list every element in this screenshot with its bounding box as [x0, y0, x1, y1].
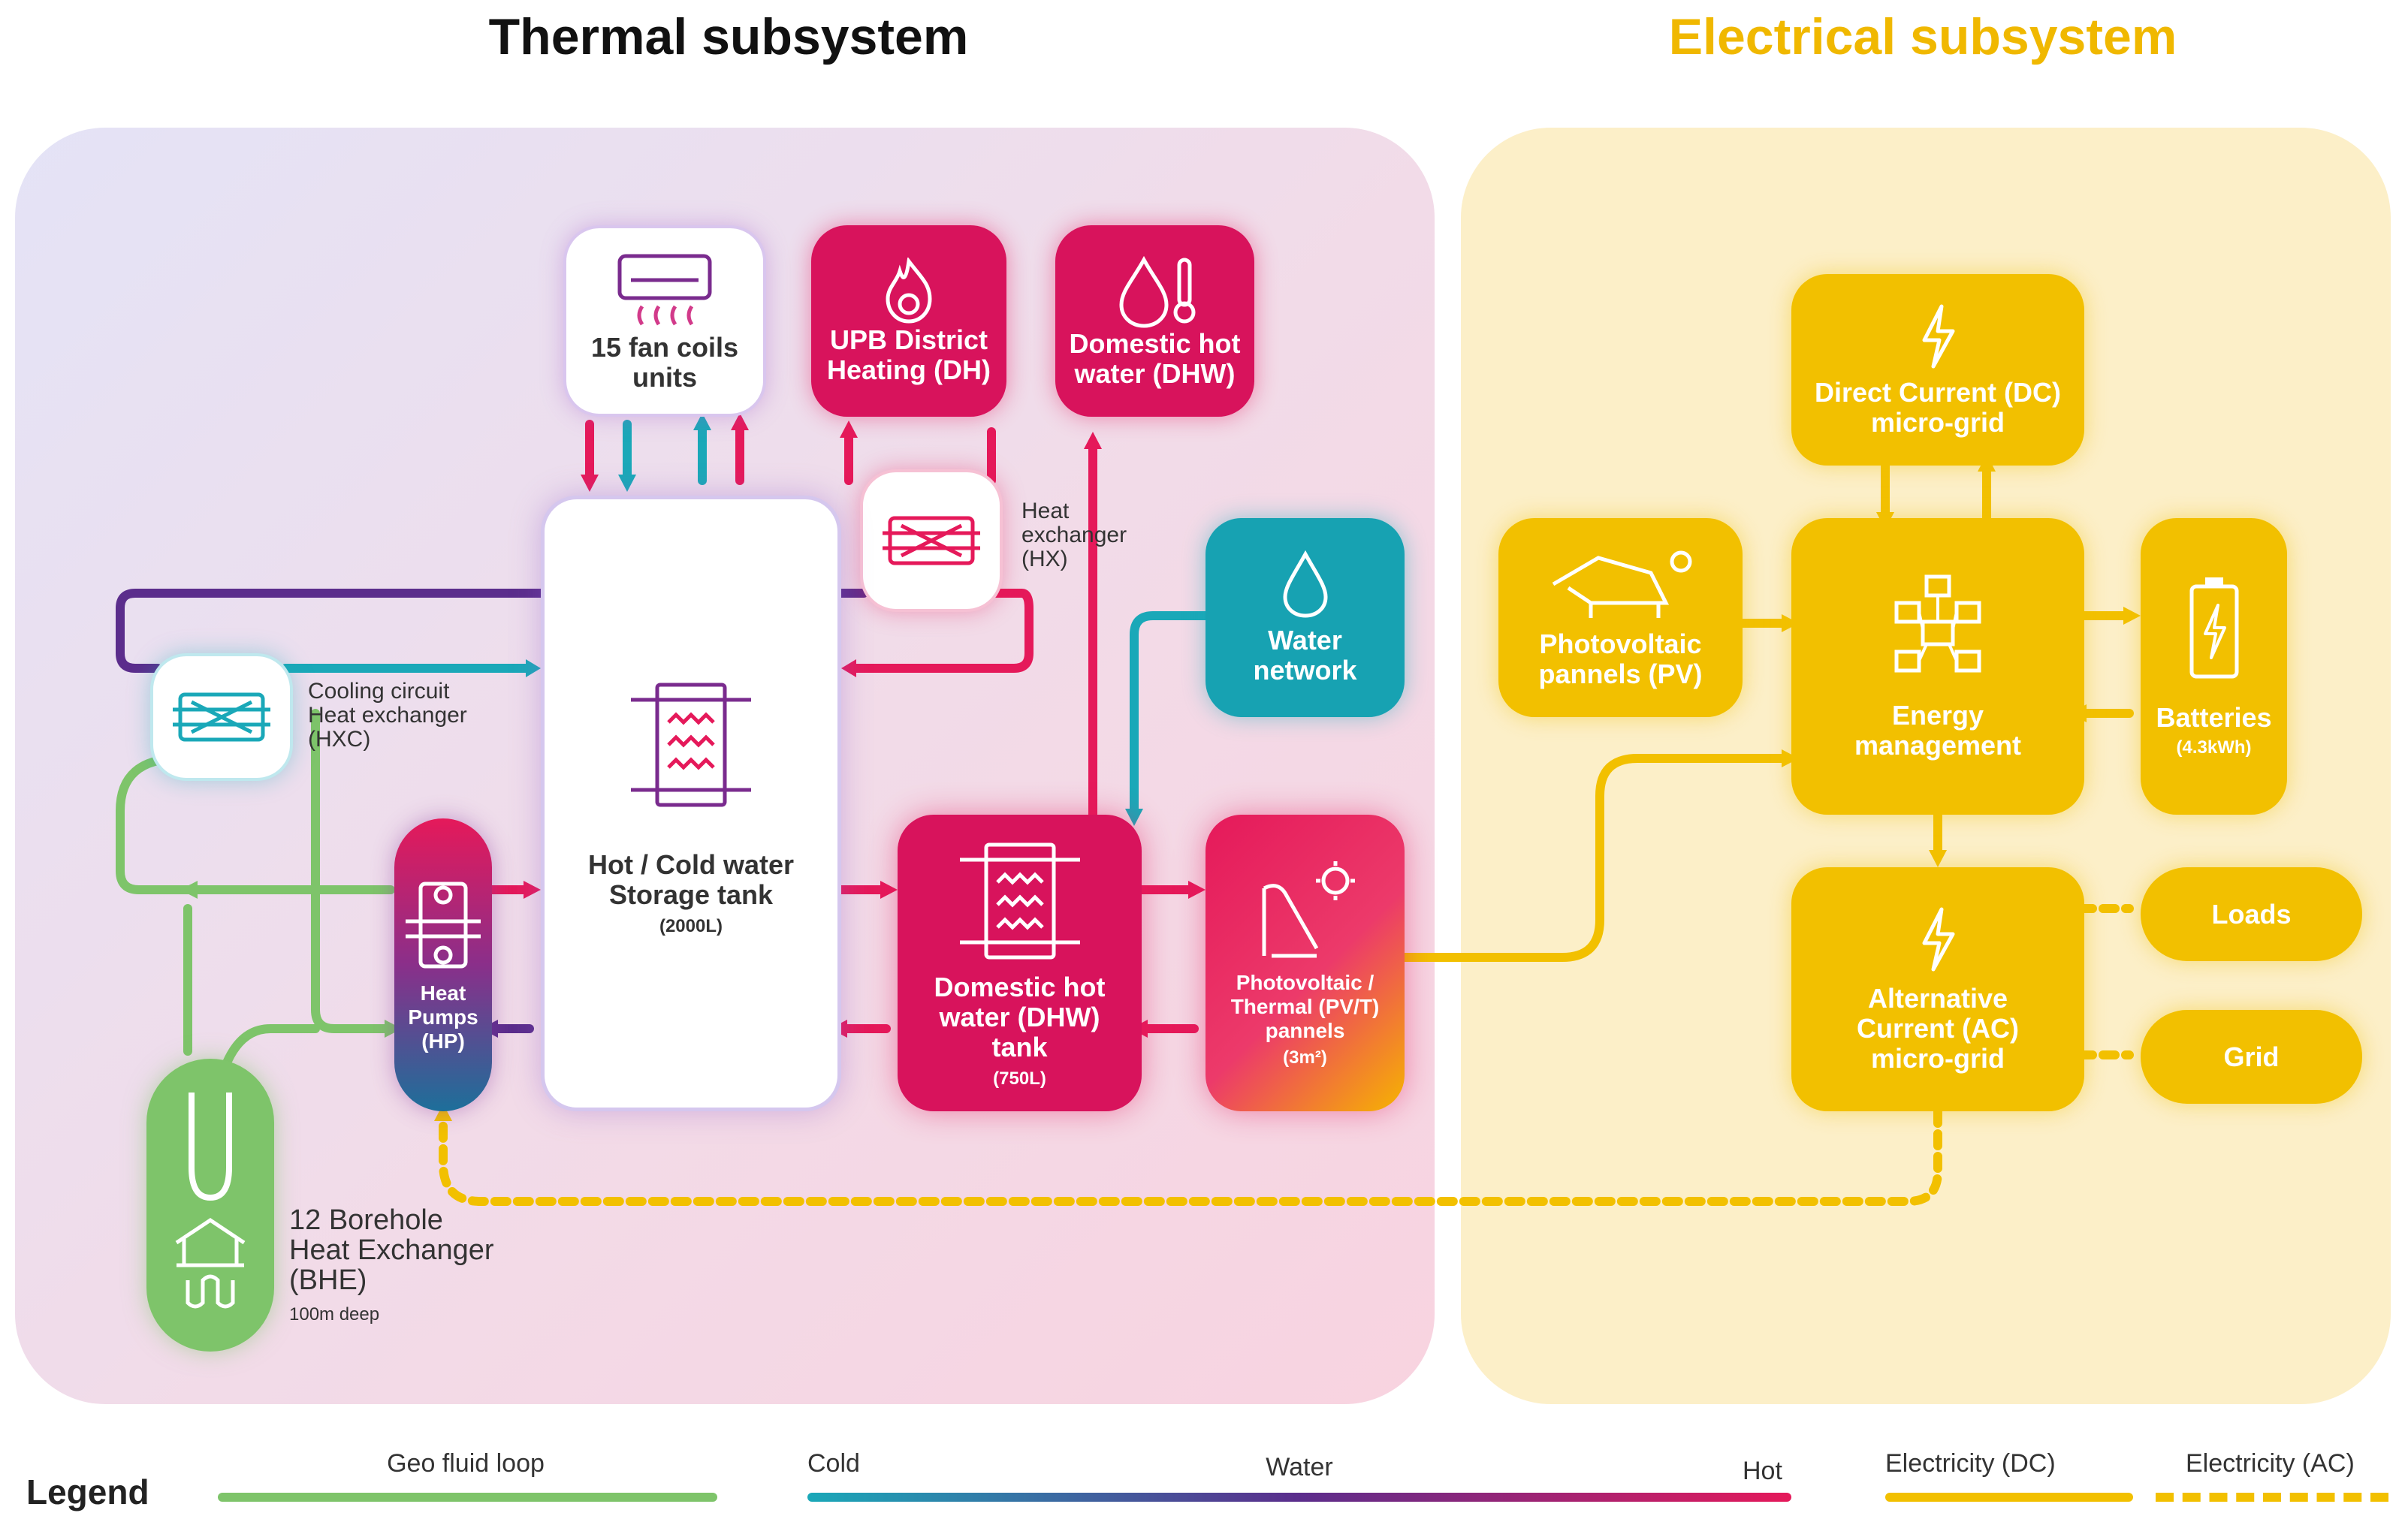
ac-to-hp-dashed: [439, 1107, 1942, 1206]
pvt-label: Photovoltaic / Thermal (PV/T) pannels: [1230, 970, 1380, 1042]
legend-ac-line: [2156, 1493, 2388, 1502]
battery-icon: [2189, 577, 2238, 678]
grid-box: Grid: [2141, 1010, 2362, 1104]
loads-label: Loads: [2211, 898, 2292, 930]
house-solar-icon: [1552, 550, 1691, 618]
bhe-box: [146, 1059, 274, 1352]
storage-tank-label: Hot / Cold water Storage tank: [587, 849, 794, 910]
storage-tank-box: Hot / Cold water Storage tank (2000L): [541, 496, 841, 1111]
tank-icon: [959, 842, 1080, 959]
hxc-box: [150, 653, 293, 781]
grid-label: Grid: [2223, 1041, 2280, 1072]
purple-loop-line: [116, 589, 545, 673]
bhe-sub: 100m deep: [289, 1304, 380, 1325]
dhw-tank-label: Domestic hot water (DHW) tank: [934, 971, 1106, 1062]
bhe-label-block: 12 Borehole Heat Exchanger (BHE) 100m de…: [289, 1205, 499, 1327]
solar-collector-icon: [1262, 860, 1355, 957]
legend-title: Legend: [26, 1472, 149, 1511]
hx-return-line: [848, 589, 1034, 673]
pvt-sub: (3m²): [1283, 1047, 1327, 1068]
legend-ac-label: Electricity (AC): [2186, 1449, 2355, 1478]
dhw-tank-box: Domestic hot water (DHW) tank (750L): [898, 815, 1142, 1111]
hx-box: [860, 469, 1003, 612]
flame-icon: [886, 257, 932, 324]
heat-pumps-box: Heat Pumps (HP): [394, 818, 492, 1111]
hx-label: Heat exchanger (HX): [1021, 499, 1127, 571]
legend-dc-label: Electricity (DC): [1885, 1449, 2056, 1478]
legend-hot-label: Hot: [1743, 1457, 1782, 1485]
dhw-label: Domestic hot water (DHW): [1069, 327, 1241, 389]
district-heating-box: UPB District Heating (DH): [811, 225, 1006, 417]
pvt-to-energy-line: [1385, 754, 1792, 962]
legend-geo-line: [218, 1493, 717, 1502]
electrical-title: Electrical subsystem: [1668, 8, 2177, 65]
water-network-box: Water network: [1206, 518, 1405, 717]
thermal-title: Thermal subsystem: [488, 8, 969, 65]
batteries-box: Batteries (4.3kWh): [2141, 518, 2287, 815]
heat-pumps-label: Heat Pumps (HP): [408, 981, 478, 1053]
heat-exchanger-icon: [173, 692, 270, 742]
dc-grid-box: Direct Current (DC) micro-grid: [1791, 274, 2084, 466]
bolt-icon: [1922, 907, 1955, 971]
energy-management-label: Energy management: [1854, 699, 2022, 761]
water-network-line: [1130, 611, 1210, 819]
drop-thermometer-icon: [1118, 255, 1195, 328]
batteries-sub: (4.3kWh): [2176, 737, 2252, 758]
geo-loop-1: [116, 754, 192, 894]
network-icon: [1894, 574, 1981, 672]
legend-dc-line: [1885, 1493, 2133, 1502]
storage-tank-sub: (2000L): [659, 916, 723, 936]
pvt-box: Photovoltaic / Thermal (PV/T) pannels (3…: [1206, 815, 1405, 1111]
pv-box: Photovoltaic pannels (PV): [1498, 518, 1743, 717]
bolt-icon: [1922, 304, 1955, 368]
ac-grid-label: Alternative Current (AC) micro-grid: [1857, 982, 2019, 1074]
heat-pump-icon: [406, 882, 481, 969]
borehole-icon: [175, 1093, 246, 1309]
loads-box: Loads: [2141, 867, 2362, 961]
bhe-label: 12 Borehole Heat Exchanger (BHE): [289, 1204, 494, 1296]
energy-management-box: Energy management: [1791, 518, 2084, 815]
legend-water-label: Water: [1266, 1453, 1333, 1481]
dhw-tank-sub: (750L): [993, 1068, 1046, 1089]
water-network-label: Water network: [1253, 624, 1357, 686]
heat-exchanger-icon: [883, 516, 980, 565]
ac-grid-box: Alternative Current (AC) micro-grid: [1791, 867, 2084, 1111]
geo-loop-3: [311, 709, 395, 1033]
geo-loop-5: [221, 1024, 320, 1071]
dc-grid-label: Direct Current (DC) micro-grid: [1814, 376, 2062, 438]
fan-coils-label: 15 fan coils units: [590, 331, 739, 393]
legend-cold-label: Cold: [807, 1449, 860, 1478]
legend-water-line: [807, 1493, 1791, 1502]
pv-label: Photovoltaic pannels (PV): [1538, 628, 1703, 689]
district-heating-label: UPB District Heating (DH): [827, 324, 991, 385]
hxc-label: Cooling circuit Heat exchanger (HXC): [308, 679, 467, 752]
drop-icon: [1282, 550, 1328, 618]
dhw-box: Domestic hot water (DHW): [1055, 225, 1254, 417]
legend-geo-label: Geo fluid loop: [387, 1449, 545, 1478]
fan-coils-box: 15 fan coils units: [563, 225, 766, 417]
batteries-label: Batteries: [2156, 701, 2272, 733]
fan-coil-icon: [617, 254, 712, 325]
tank-icon: [631, 683, 751, 807]
